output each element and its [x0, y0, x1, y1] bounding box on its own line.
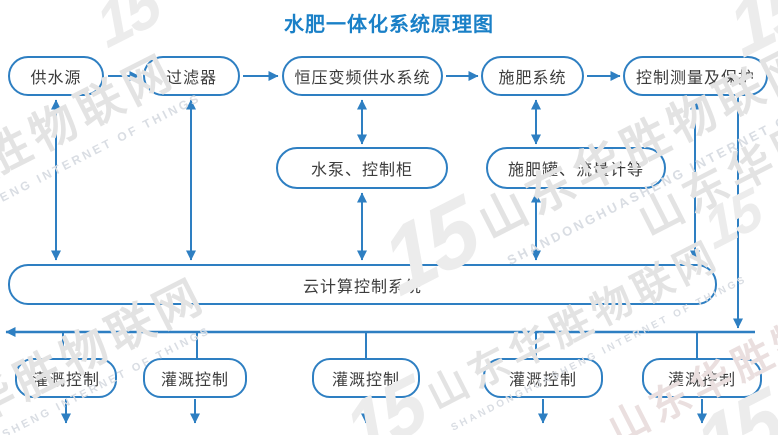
distribution-bus: [5, 327, 755, 358]
node-irrigation-control-3: 灌溉控制: [312, 358, 420, 398]
node-irrigation-control-1: 灌溉控制: [15, 358, 117, 398]
node-irrigation-control-2: 灌溉控制: [143, 358, 247, 398]
node-fertilization-system: 施肥系统: [481, 56, 584, 96]
node-constant-pressure-vfd-water-supply: 恒压变频供水系统: [282, 56, 443, 96]
diagram-title: 水肥一体化系统原理图: [284, 14, 494, 36]
node-water-supply: 供水源: [8, 56, 104, 96]
node-pump-control-cabinet: 水泵、控制柜: [276, 147, 448, 189]
node-control-measurement-protection: 控制测量及保护: [623, 56, 768, 96]
output-arrows: [61, 399, 707, 424]
node-irrigation-control-5: 灌溉控制: [642, 358, 762, 398]
node-fertilizer-tank-flowmeter: 施肥罐、流量计等: [486, 147, 666, 189]
node-filter: 过滤器: [143, 56, 240, 96]
vertical-link-arrows: [51, 97, 743, 329]
node-irrigation-control-4: 灌溉控制: [483, 358, 603, 398]
node-cloud-computing-control: 云计算控制系统: [8, 264, 717, 305]
